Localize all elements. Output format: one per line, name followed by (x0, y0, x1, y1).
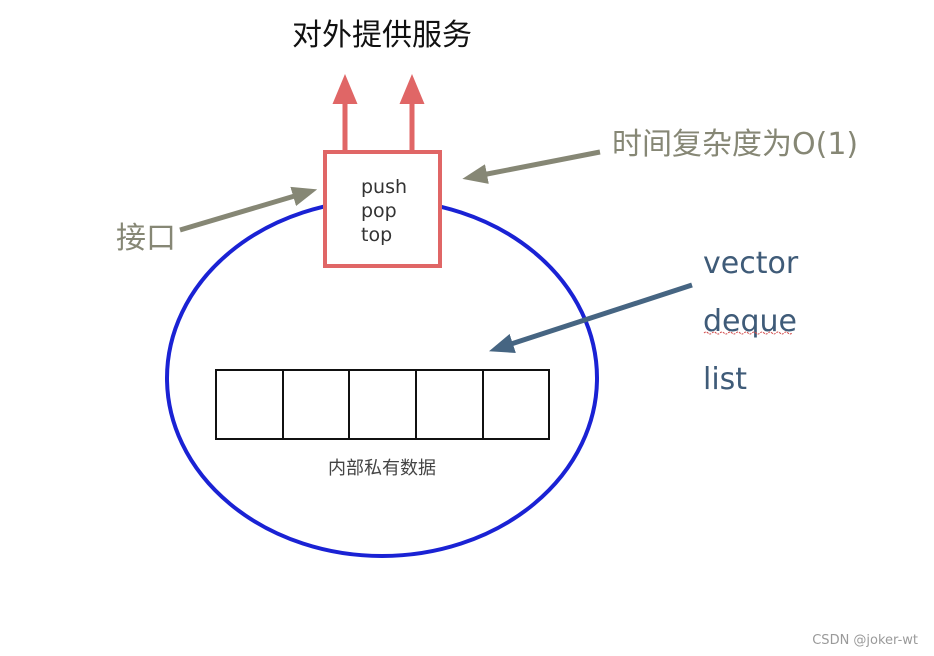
container-vector: vector (703, 246, 799, 281)
container-arrow (488, 282, 693, 353)
interface-box (323, 150, 442, 268)
storage-cell (348, 369, 417, 440)
interface-arrow (179, 186, 318, 233)
storage-cell (215, 369, 284, 440)
storage-array (215, 369, 550, 440)
container-list: list (703, 362, 747, 397)
watermark: CSDN @joker-wt (812, 633, 918, 648)
interface-method-push: push (361, 176, 407, 198)
storage-cell (415, 369, 484, 440)
interface-label: 接口 (116, 221, 176, 256)
spellcheck-underline (703, 331, 793, 335)
interface-method-pop: pop (361, 200, 397, 222)
container-deque: deque (703, 304, 797, 339)
storage-cell (482, 369, 550, 440)
storage-cell (282, 369, 350, 440)
internal-data-label: 内部私有数据 (328, 458, 436, 479)
complexity-arrow (462, 149, 601, 184)
interface-method-top: top (361, 224, 392, 246)
diagram-title: 对外提供服务 (292, 18, 472, 53)
complexity-label: 时间复杂度为O(1) (612, 127, 858, 162)
